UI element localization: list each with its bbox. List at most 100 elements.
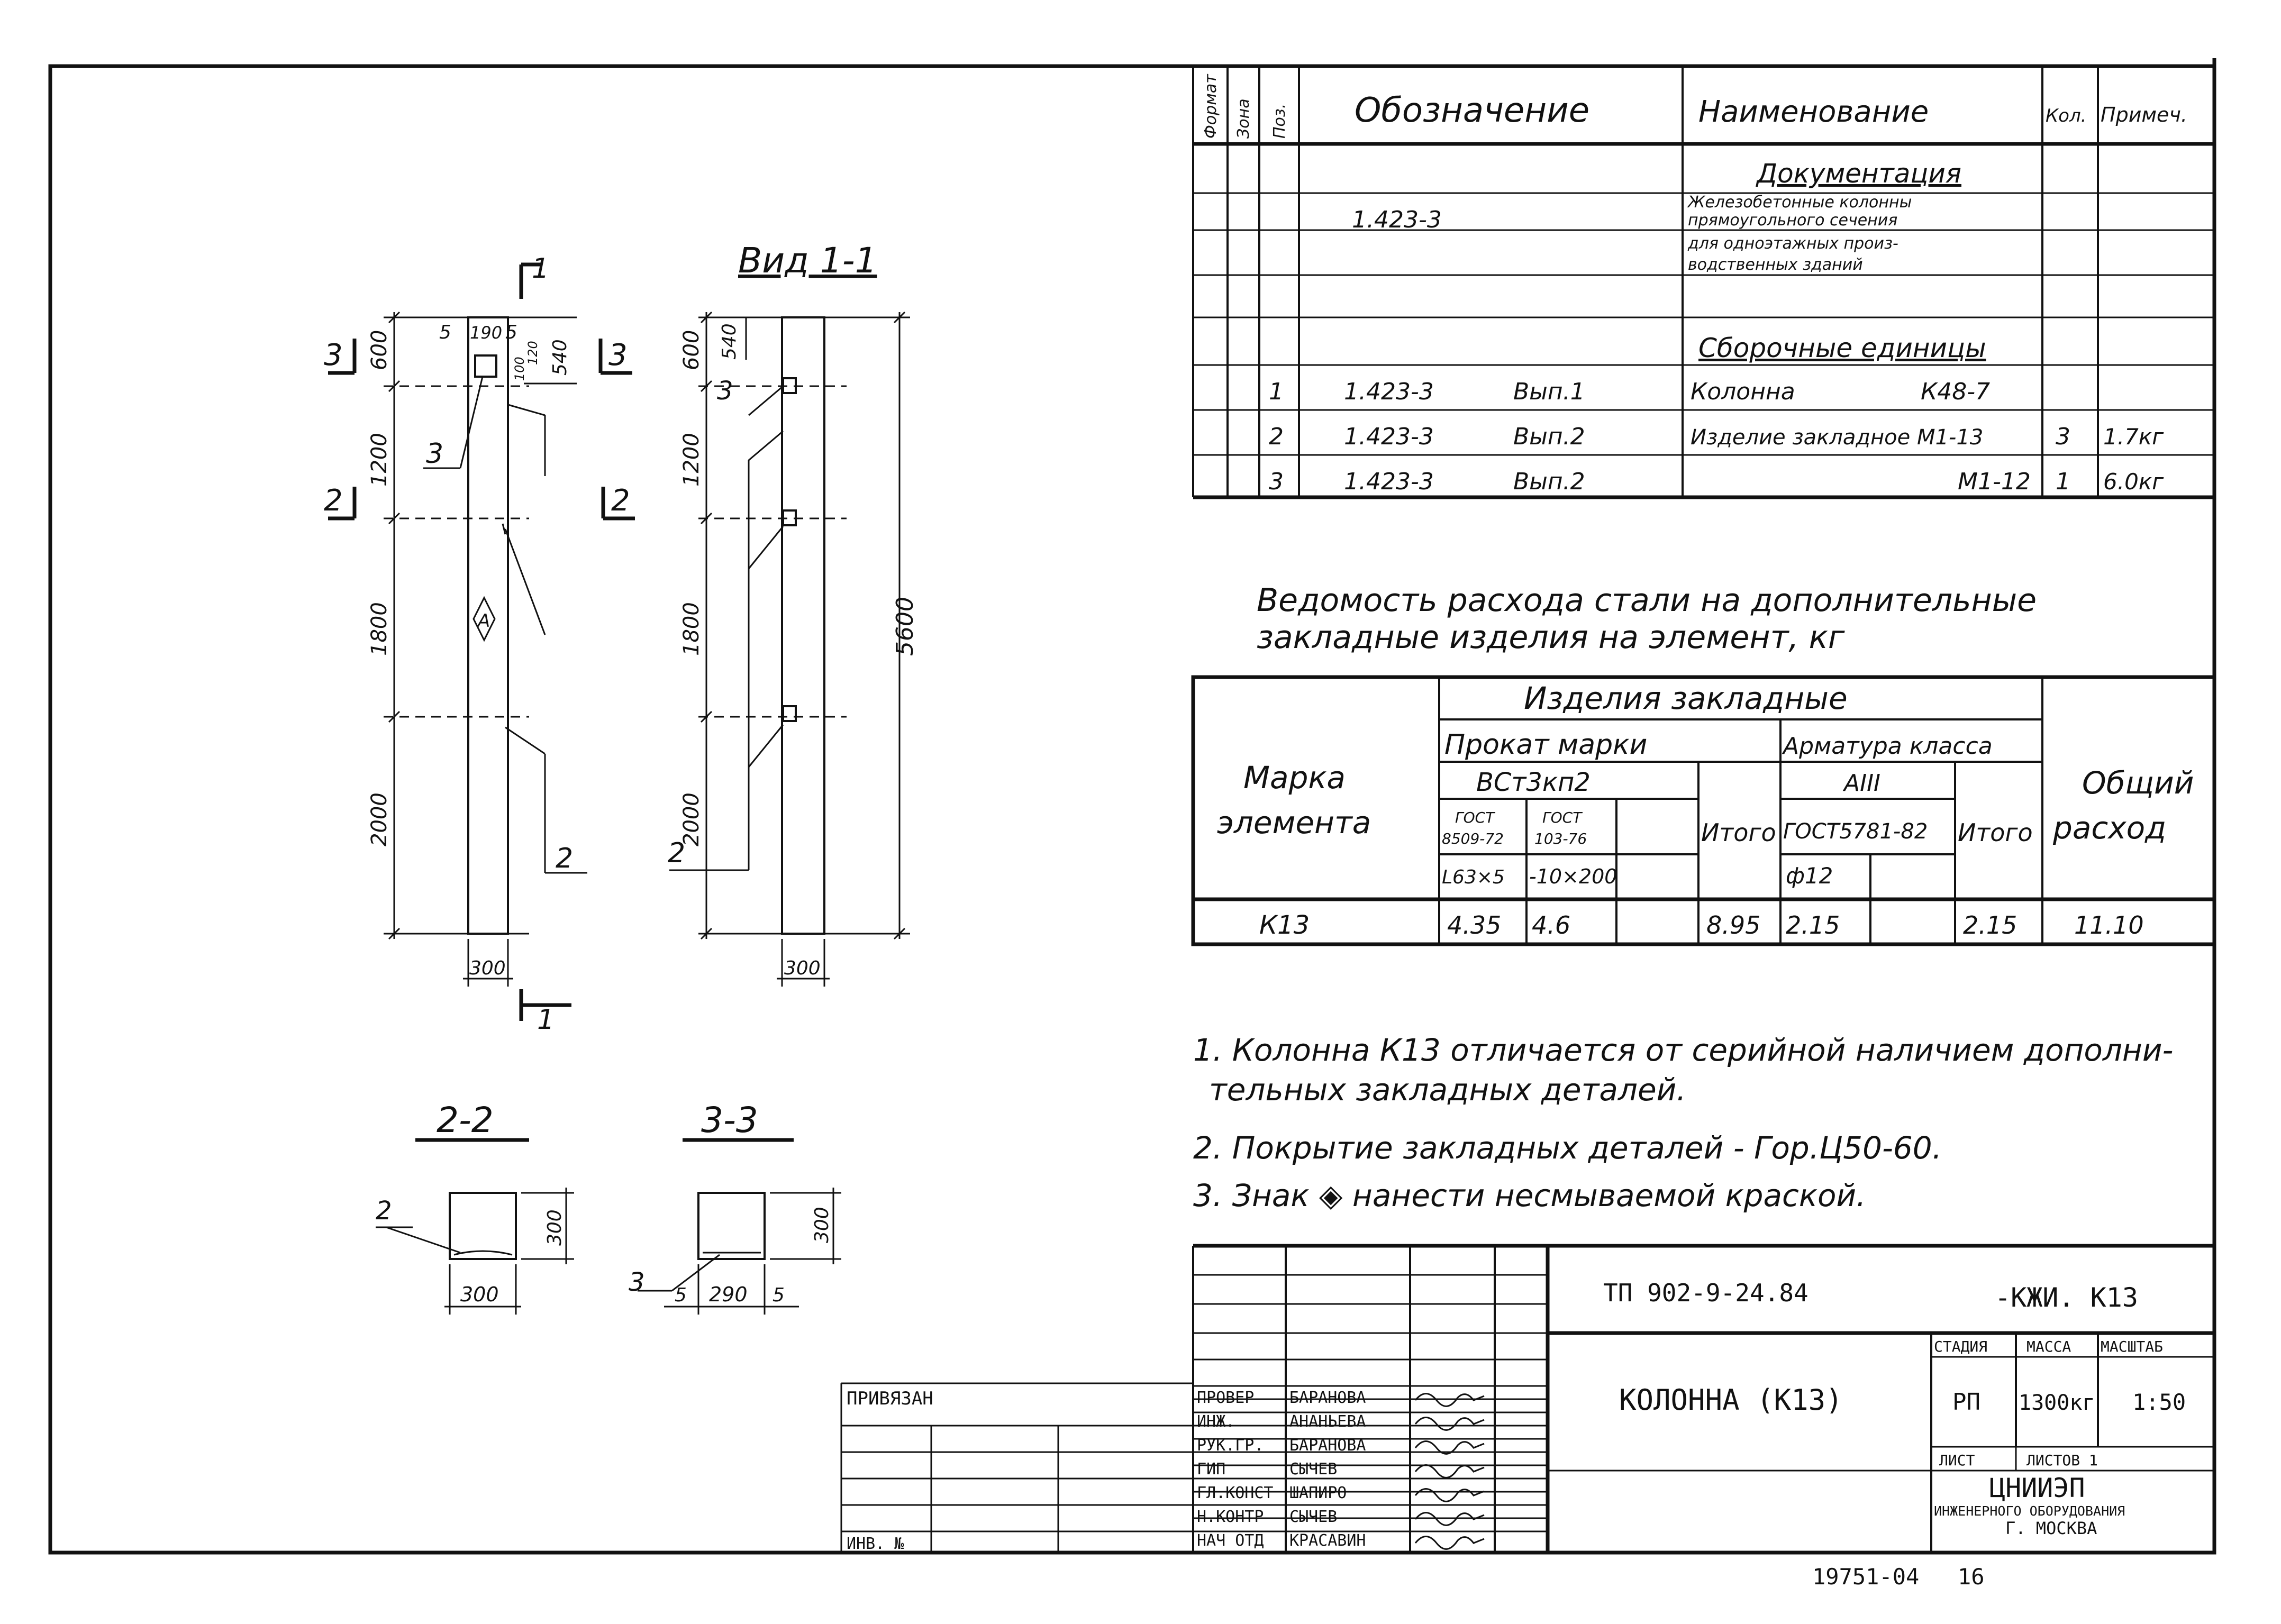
signer-role: Н.КОНТР xyxy=(1197,1508,1264,1526)
steel-h-gost1-a: ГОСТ xyxy=(1455,809,1495,826)
side-label-3: 3 xyxy=(717,376,733,406)
side-dim-1800: 1800 xyxy=(679,602,704,656)
steel-row-v1: 4.35 xyxy=(1447,911,1501,939)
spec-row3-pos: 3 xyxy=(1269,468,1284,495)
notes: 1. Колонна К13 отличается от серийной на… xyxy=(1193,1032,2173,1214)
spec-header-qty: Кол. xyxy=(2046,105,2086,126)
footer-page: 16 xyxy=(1958,1564,1985,1590)
column-front-view: А 600 1200 1800 2000 5 190 5 540 100 120… xyxy=(324,253,635,1036)
steel-h-total1: Итого xyxy=(1701,818,1776,847)
steel-h-grade: ВСт3кп2 xyxy=(1476,768,1591,797)
spec-row3-issue: Вып.2 xyxy=(1513,468,1585,495)
steel-h-total2: Итого xyxy=(1958,818,2033,847)
section-3-3-dim-5a: 5 xyxy=(675,1284,687,1306)
tb-scale-h: МАСШТАБ xyxy=(2101,1338,2163,1355)
front-dim-top-5b: 5 xyxy=(505,322,517,343)
steel-h-rebar: Арматура класса xyxy=(1782,733,1993,760)
signature-mark xyxy=(1414,1440,1485,1455)
note-1-cont: тельных закладных деталей. xyxy=(1209,1072,1686,1108)
front-dim-100: 100 xyxy=(512,357,527,381)
spec-header-note: Примеч. xyxy=(2101,103,2187,126)
spec-row1-pos: 1 xyxy=(1269,378,1284,405)
signature-mark xyxy=(1414,1417,1485,1431)
front-dim-1200: 1200 xyxy=(367,433,392,487)
side-dim-540: 540 xyxy=(719,323,740,360)
signer-name: СЫЧЕВ xyxy=(1289,1508,1337,1526)
section-2-2-label-2: 2 xyxy=(376,1196,392,1226)
tb-inv: ИНВ. № xyxy=(847,1535,904,1553)
view-title: Вид 1-1 xyxy=(738,240,877,281)
side-dim-2000: 2000 xyxy=(679,792,704,846)
signer-role: ПРОВЕР xyxy=(1197,1389,1254,1407)
front-label-3: 3 xyxy=(426,438,443,470)
signature-mark xyxy=(1414,1464,1485,1479)
spec-header-format: Формат xyxy=(1202,74,1220,139)
side-dim-width-300: 300 xyxy=(784,957,821,979)
signer-role: ГИП xyxy=(1197,1460,1225,1479)
spec-row3-note: 6.0кг xyxy=(2103,469,2164,495)
tb-stage: РП xyxy=(1952,1389,1980,1416)
steel-h-gost1-b: 8509-72 xyxy=(1442,830,1504,847)
signature-mark xyxy=(1414,1536,1485,1550)
spec-row2-issue: Вып.2 xyxy=(1513,423,1585,450)
spec-doc-title-2: прямоугольного сечения xyxy=(1688,211,1897,230)
steel-row-mark: К13 xyxy=(1259,910,1310,940)
steel-h-overall-1: Общий xyxy=(2082,765,2194,801)
front-dim-top-5a: 5 xyxy=(439,322,451,343)
section-3-3-dim-h: 300 xyxy=(811,1207,833,1243)
tb-sheet-h: ЛИСТ xyxy=(1939,1452,1975,1469)
spec-doc-title-1: Железобетонные колонны xyxy=(1687,193,1912,212)
spec-doc-title-3: для одноэтажных произ- xyxy=(1687,234,1898,253)
section-2-2: 2-2 2 300 300 xyxy=(376,1100,574,1315)
signer-name: КРАСАВИН xyxy=(1289,1531,1366,1550)
cut-3-right: 3 xyxy=(608,338,628,372)
steel-row-total1: 8.95 xyxy=(1706,911,1760,939)
spec-row3-code: 1.423-3 xyxy=(1344,468,1434,495)
tb-org2: ИНЖЕНЕРНОГО ОБОРУДОВАНИЯ xyxy=(1934,1503,2125,1519)
front-label-2: 2 xyxy=(556,843,573,874)
steel-h-overall-2: расход xyxy=(2052,810,2166,846)
section-2-2-title: 2-2 xyxy=(437,1100,494,1141)
spec-assembly-section: Сборочные единицы xyxy=(1698,333,1986,363)
note-2: 2. Покрытие закладных деталей - Гор.Ц50-… xyxy=(1193,1130,1942,1166)
front-dim-top-190: 190 xyxy=(470,323,502,343)
side-dim-1200: 1200 xyxy=(679,433,704,487)
front-mark-sign: А xyxy=(477,610,490,632)
cut-3-left: 3 xyxy=(324,338,343,372)
spec-doc-code: 1.423-3 xyxy=(1352,206,1442,233)
steel-h-gost3: ГОСТ5781-82 xyxy=(1783,819,1928,844)
cut-2-right: 2 xyxy=(611,483,630,518)
tb-code: ТП 902-9-24.84 xyxy=(1603,1279,1809,1307)
note-3: 3. Знак ◈ нанести несмываемой краской. xyxy=(1193,1178,1866,1214)
steel-row-total2: 2.15 xyxy=(1963,911,2017,939)
spec-doc-section: Документация xyxy=(1756,158,1961,189)
steel-h-element-1: Марка xyxy=(1243,760,1346,796)
tb-mass: 1300кг xyxy=(2019,1391,2095,1415)
spec-row2-qty: 3 xyxy=(2056,423,2070,450)
spec-doc-title-4: водственных зданий xyxy=(1688,256,1863,274)
section-3-3-title: 3-3 xyxy=(701,1100,758,1141)
spec-row2-name: Изделие закладное М1-13 xyxy=(1691,425,1983,450)
side-label-2: 2 xyxy=(668,837,685,869)
steel-row-overall: 11.10 xyxy=(2074,911,2144,939)
signature-mark xyxy=(1414,1488,1485,1502)
steel-title-line1: Ведомость расхода стали на дополнительны… xyxy=(1257,582,2037,619)
side-dim-600: 600 xyxy=(679,330,704,370)
steel-title-line2: закладные изделия на элемент, кг xyxy=(1257,619,1845,656)
signer-name: СЫЧЕВ xyxy=(1289,1460,1337,1479)
spec-row1-code: 1.423-3 xyxy=(1344,378,1434,405)
steel-h-gost2-b: 103-76 xyxy=(1534,830,1587,847)
steel-h-class: АIII xyxy=(1842,770,1880,797)
steel-profile-strip: -10×200 xyxy=(1529,865,1617,888)
signature-mark xyxy=(1414,1393,1485,1407)
cut-1-top: 1 xyxy=(532,253,549,285)
signer-role: ИНЖ. xyxy=(1197,1412,1235,1431)
cut-1-bottom: 1 xyxy=(537,1004,555,1036)
signer-role: НАЧ ОТД xyxy=(1197,1531,1264,1550)
spec-header-name: Наименование xyxy=(1698,95,1929,129)
steel-row-v3: 2.15 xyxy=(1786,911,1840,939)
tb-mass-h: МАССА xyxy=(2026,1338,2071,1355)
steel-h-gost2-a: ГОСТ xyxy=(1542,809,1583,826)
